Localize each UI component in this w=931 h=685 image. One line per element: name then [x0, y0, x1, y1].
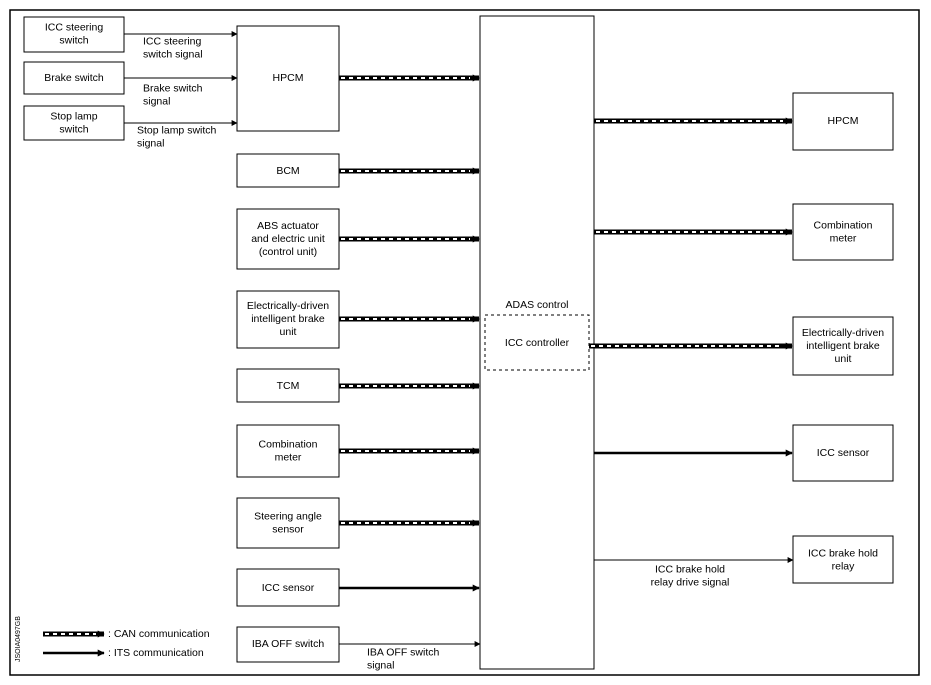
svg-text:IBA OFF switch: IBA OFF switch — [252, 638, 325, 650]
svg-text:BCM: BCM — [276, 165, 299, 177]
svg-text:HPCM: HPCM — [273, 72, 304, 84]
legend: : CAN communication : ITS communication — [43, 628, 210, 659]
icc-controller-label: ICC controller — [505, 337, 570, 349]
label-line: Combination — [814, 219, 873, 231]
legend-its-label: : ITS communication — [108, 647, 204, 659]
bcm-box: BCM — [236, 153, 340, 188]
tcm-box: TCM — [236, 368, 340, 403]
hpcm-input-box: HPCM — [236, 25, 340, 132]
label-line: Electrically-driven — [247, 300, 329, 312]
label-line: relay drive signal — [651, 576, 730, 588]
label-line: signal — [367, 659, 394, 671]
label-line: IBA OFF switch — [367, 646, 440, 658]
adas-control-label: ADAS control — [505, 299, 568, 311]
svg-text:ICC sensor: ICC sensor — [262, 582, 315, 594]
label-line: BCM — [276, 165, 299, 177]
label-line: ICC sensor — [817, 447, 870, 459]
label-line: ICC brake hold — [655, 563, 725, 575]
label-line: intelligent brake — [806, 340, 880, 352]
svg-text:HPCM: HPCM — [828, 115, 859, 127]
label-line: Stop lamp — [50, 110, 97, 122]
hpcm-output-box: HPCM — [792, 92, 894, 151]
adas-control-unit: ADAS control ICC controller — [479, 15, 595, 670]
label-line: ICC steering — [143, 35, 202, 47]
svg-text:Brake switch: Brake switch — [44, 72, 104, 84]
svg-text:ICC sensor: ICC sensor — [817, 447, 870, 459]
label-line: meter — [830, 232, 857, 244]
label-line: Electrically-driven — [802, 327, 884, 339]
label-line: switch — [59, 34, 88, 46]
label-line: Stop lamp switch — [137, 124, 217, 136]
label-line: TCM — [277, 380, 300, 392]
label-line: switch signal — [143, 48, 203, 60]
label-line: signal — [137, 137, 164, 149]
icc-sensor-input-box: ICC sensor — [236, 568, 340, 607]
label-line: intelligent brake — [251, 313, 325, 325]
label-line: (control unit) — [259, 246, 317, 258]
label-line: switch — [59, 123, 88, 135]
brake-switch-box: Brake switch — [23, 61, 125, 95]
icc-controller-box — [484, 314, 590, 371]
label-line: meter — [275, 451, 302, 463]
label-line: ICC brake hold — [808, 547, 878, 559]
legend-can-label: : CAN communication — [108, 628, 210, 640]
label-line: signal — [143, 95, 170, 107]
label-line: sensor — [272, 523, 304, 535]
iba-off-switch-box: IBA OFF switch — [236, 626, 340, 663]
label-line: unit — [280, 326, 297, 338]
label-line: ICC sensor — [262, 582, 315, 594]
svg-text:TCM: TCM — [277, 380, 300, 392]
label-line: and electric unit — [251, 233, 325, 245]
document-id: JSOIA0497GB — [15, 616, 22, 662]
label-line: ICC steering — [45, 21, 104, 33]
label-line: HPCM — [273, 72, 304, 84]
label-line: Brake switch — [143, 82, 203, 94]
label-line: Brake switch — [44, 72, 104, 84]
label-line: HPCM — [828, 115, 859, 127]
label-line: IBA OFF switch — [252, 638, 325, 650]
outer-frame — [9, 9, 920, 676]
label-line: relay — [832, 560, 856, 572]
label-line: unit — [835, 353, 852, 365]
label-line: Steering angle — [254, 510, 322, 522]
icc-sensor-output-box: ICC sensor — [792, 424, 894, 482]
label-line: Combination — [259, 438, 318, 450]
label-line: ABS actuator — [257, 220, 319, 232]
